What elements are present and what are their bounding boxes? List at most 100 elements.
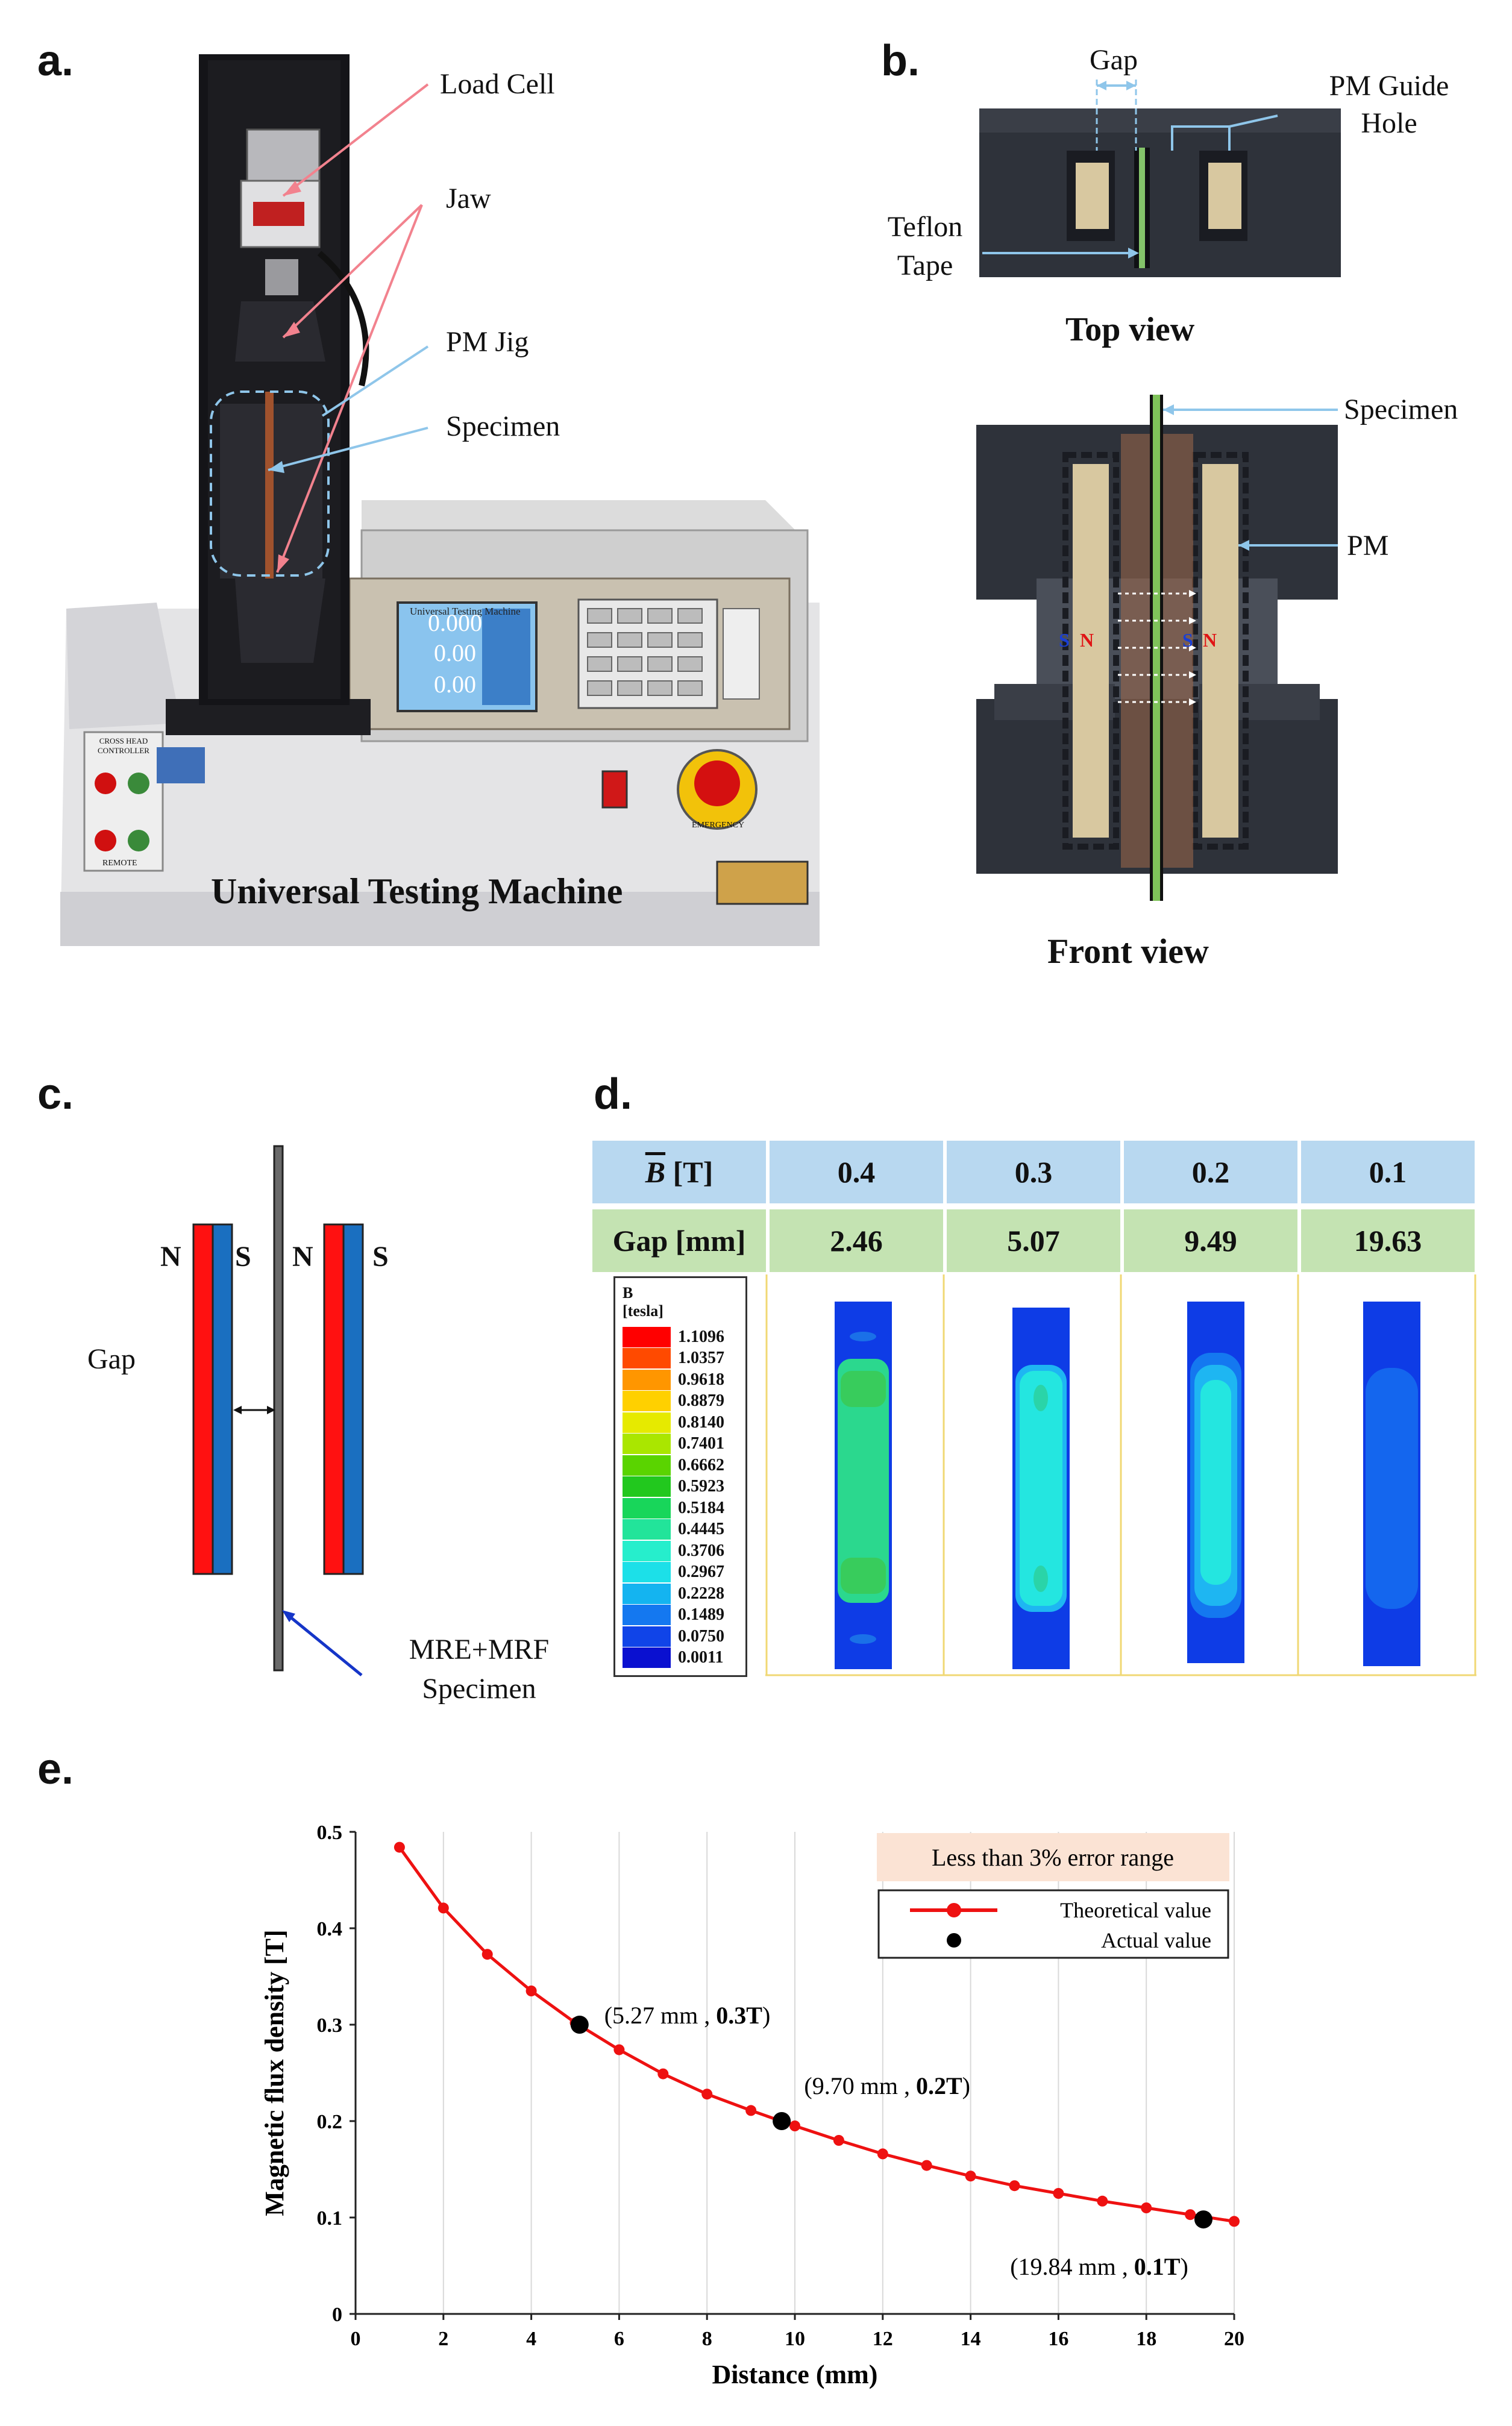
theoretical-point bbox=[877, 2148, 888, 2160]
field-map-0.3T bbox=[1012, 1308, 1070, 1669]
legend-row: 0.7401 bbox=[623, 1434, 724, 1455]
y-axis-title: Magnetic flux density [T] bbox=[260, 1929, 289, 2216]
legend-swatch bbox=[623, 1605, 671, 1625]
x-tick-label: 6 bbox=[614, 2328, 624, 2350]
legend-value: 0.5923 bbox=[678, 1477, 724, 1496]
y-tick-label: 0 bbox=[332, 2304, 342, 2326]
theoretical-point bbox=[1185, 2209, 1196, 2221]
panel-label-d: d. bbox=[594, 1070, 632, 1118]
y-tick-label: 0.5 bbox=[317, 1822, 343, 1844]
legend-swatch bbox=[623, 1497, 671, 1519]
legend-value: 1.1096 bbox=[678, 1327, 724, 1346]
legend-value: 0.0750 bbox=[678, 1626, 724, 1646]
b-value-cell-3: 0.2 bbox=[1122, 1139, 1299, 1205]
label-load-cell: Load Cell bbox=[440, 68, 555, 100]
legend-row: 0.8879 bbox=[623, 1391, 724, 1412]
magnet-arrangement-diagram bbox=[192, 1145, 364, 1676]
theoretical-point bbox=[833, 2135, 844, 2146]
x-tick-label: 20 bbox=[1224, 2328, 1244, 2350]
theoretical-point bbox=[394, 1841, 405, 1853]
data-annotation: (19.84 mm , 0.1T) bbox=[1010, 2253, 1188, 2280]
legend-row: 0.1489 bbox=[623, 1605, 724, 1626]
theoretical-point bbox=[482, 1949, 493, 1960]
legend-swatch bbox=[623, 1412, 671, 1433]
pole-label-n1: N bbox=[160, 1241, 181, 1273]
legend-value: 0.3706 bbox=[678, 1541, 724, 1560]
label-mre-mrf: MRE+MRF bbox=[409, 1634, 550, 1666]
legend-label-actual: Actual value bbox=[1101, 1928, 1211, 1952]
theoretical-point bbox=[921, 2160, 932, 2171]
legend-value: 0.8879 bbox=[678, 1391, 724, 1410]
theoretical-point bbox=[965, 2171, 976, 2182]
display-reading-2: 0.00 bbox=[434, 639, 476, 666]
b-value-cell-1: 0.4 bbox=[768, 1139, 945, 1205]
x-tick-label: 0 bbox=[351, 2328, 361, 2350]
theoretical-point bbox=[525, 1986, 537, 1996]
theoretical-point bbox=[1097, 2195, 1108, 2207]
legend-label-theoretical: Theoretical value bbox=[1060, 1898, 1211, 1922]
gap-value-cell-1: 2.46 bbox=[768, 1208, 945, 1274]
x-tick-label: 10 bbox=[785, 2328, 805, 2350]
label-front-view: Front view bbox=[1047, 932, 1209, 971]
x-tick-label: 4 bbox=[526, 2328, 536, 2350]
legend-value: 1.0357 bbox=[678, 1349, 724, 1367]
theoretical-point bbox=[789, 2120, 800, 2131]
remote-footer: REMOTE bbox=[102, 859, 137, 868]
x-tick-label: 14 bbox=[961, 2328, 981, 2350]
emergency-label: EMERGENCY bbox=[692, 821, 745, 830]
label-pm-jig: PM Jig bbox=[446, 326, 529, 358]
theoretical-point bbox=[1141, 2202, 1152, 2213]
y-tick-label: 0.4 bbox=[317, 1918, 343, 1940]
legend-row: 0.8140 bbox=[623, 1412, 724, 1433]
legend-value: 0.6662 bbox=[678, 1455, 724, 1475]
label-gap-c: Gap bbox=[87, 1343, 136, 1375]
x-tick-label: 12 bbox=[873, 2328, 893, 2350]
pole-label-s1: S bbox=[235, 1241, 251, 1273]
label-pm: PM bbox=[1347, 530, 1389, 562]
label-teflon-tape: Teflon Tape bbox=[887, 211, 963, 281]
field-map-0.1T bbox=[1363, 1302, 1420, 1666]
y-tick-label: 0.3 bbox=[317, 2014, 343, 2037]
legend-swatch bbox=[623, 1455, 671, 1476]
theoretical-point bbox=[1053, 2188, 1064, 2199]
pole-n-left: N bbox=[1080, 629, 1094, 651]
legend-row: 0.2967 bbox=[623, 1562, 724, 1583]
legend-value: 0.8140 bbox=[678, 1412, 724, 1432]
x-tick-label: 18 bbox=[1136, 2328, 1156, 2350]
legend-swatch bbox=[623, 1647, 671, 1668]
header-gap-cell: Gap [mm] bbox=[591, 1208, 768, 1274]
legend-marker-actual bbox=[947, 1933, 961, 1948]
legend-row: 1.1096 bbox=[623, 1326, 724, 1347]
legend-box bbox=[877, 1889, 1229, 1959]
theoretical-point bbox=[657, 2068, 669, 2080]
legend-swatch bbox=[623, 1583, 671, 1604]
gap-value-cell-2: 5.07 bbox=[945, 1208, 1122, 1274]
gap-value-cell-4: 19.63 bbox=[1299, 1208, 1476, 1274]
label-specimen-a: Specimen bbox=[446, 410, 560, 442]
machine-name-label: Universal Testing Machine bbox=[211, 871, 623, 911]
panel-label-c: c. bbox=[37, 1070, 74, 1118]
legend-value: 0.0011 bbox=[678, 1648, 724, 1667]
legend-value: 0.2228 bbox=[678, 1584, 724, 1603]
legend-row: 0.9618 bbox=[623, 1369, 724, 1390]
legend-swatch bbox=[623, 1626, 671, 1647]
panel-label-e: e. bbox=[37, 1745, 74, 1793]
legend-marker-theoretical bbox=[947, 1903, 961, 1917]
display-reading-1: 0.000 bbox=[428, 609, 482, 636]
label-specimen-b: Specimen bbox=[1344, 393, 1458, 425]
theoretical-line bbox=[398, 1846, 1235, 2223]
legend-swatch bbox=[623, 1434, 671, 1454]
legend-title-2: [tesla] bbox=[623, 1302, 663, 1320]
b-value-cell-2: 0.3 bbox=[945, 1139, 1122, 1205]
pm-jig-photo bbox=[976, 80, 1341, 901]
y-tick-label: 0.1 bbox=[317, 2207, 343, 2230]
universal-testing-machine-photo bbox=[60, 54, 820, 946]
data-annotation: (5.27 mm , 0.3T) bbox=[604, 2002, 771, 2029]
legend-row: 0.0750 bbox=[623, 1626, 724, 1647]
legend-row: 0.5923 bbox=[623, 1476, 724, 1497]
label-gap-b: Gap bbox=[1090, 44, 1138, 76]
legend-row: 0.0011 bbox=[623, 1647, 723, 1669]
legend-row: 0.5184 bbox=[623, 1497, 724, 1519]
